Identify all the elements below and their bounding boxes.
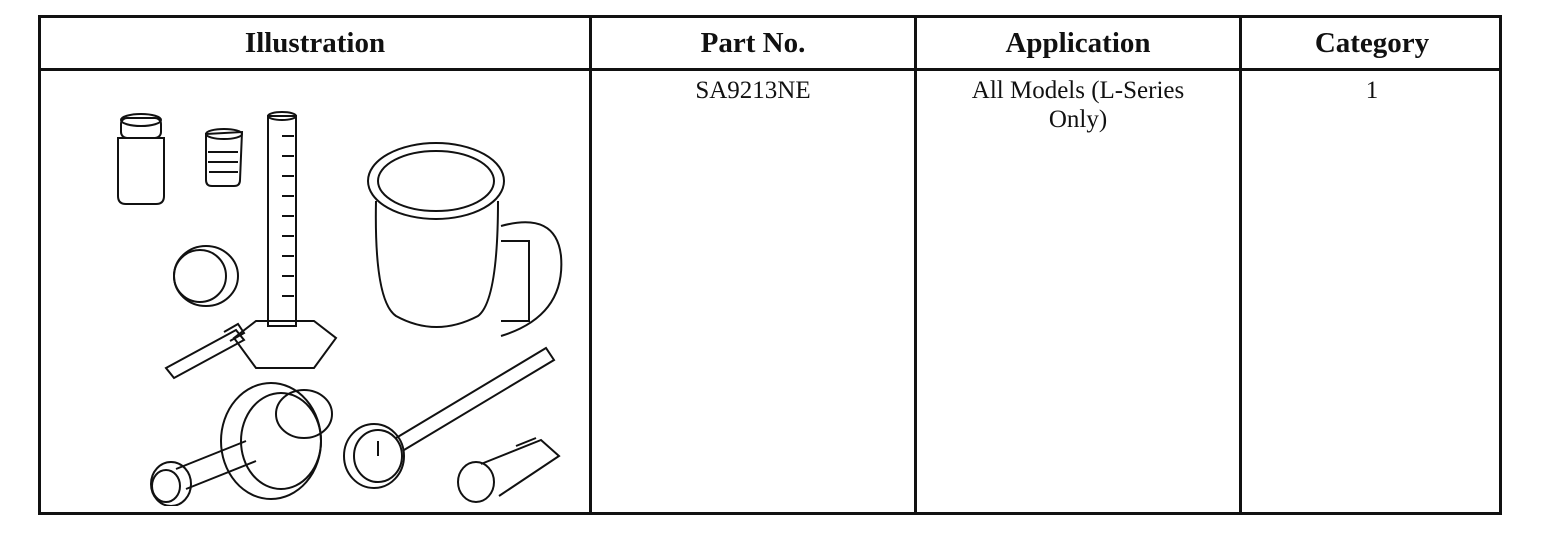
header-category: Category: [1314, 26, 1430, 59]
tube-icon: [458, 438, 559, 502]
column-divider: [914, 18, 917, 512]
mug-icon: [368, 143, 561, 336]
header-divider: [41, 68, 1499, 71]
header-part-no: Part No.: [700, 26, 806, 59]
graduated-cylinder-icon: [234, 112, 336, 368]
thermometer-icon: [344, 348, 554, 488]
part-number: SA9213NE: [695, 77, 811, 104]
header-illustration: Illustration: [244, 26, 386, 59]
bottle-icon: [118, 114, 164, 204]
column-divider: [1239, 18, 1242, 512]
disc-icon: [174, 246, 238, 306]
tool-kit-illustration: [96, 106, 576, 506]
application-value: All Models (L-Series Only): [971, 77, 1185, 133]
category-value: 1: [1365, 77, 1379, 104]
header-application: Application: [1005, 26, 1151, 59]
tester-icon: [151, 383, 332, 506]
parts-table: Illustration Part No. Application Catego…: [38, 15, 1502, 515]
column-divider: [589, 18, 592, 512]
beaker-icon: [206, 129, 242, 186]
rod-icon: [166, 324, 244, 378]
